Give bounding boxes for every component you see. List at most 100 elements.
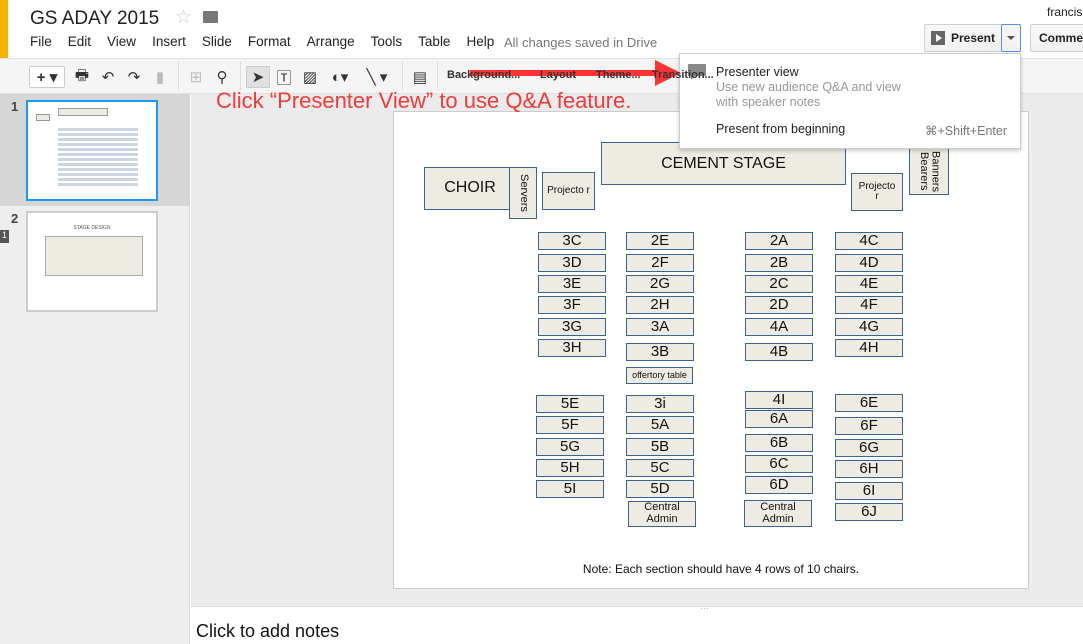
seat-section[interactable]: 3A (626, 318, 694, 336)
present-from-beginning-item[interactable]: Present from beginning (716, 122, 846, 136)
speaker-notes[interactable] (191, 606, 1083, 644)
seat-section[interactable]: 5C (626, 459, 694, 477)
seat-section[interactable]: 6J (835, 503, 903, 521)
seat-section[interactable]: 5I (536, 480, 604, 498)
seat-section[interactable]: 4G (835, 318, 903, 336)
seat-section[interactable]: 3H (538, 339, 606, 357)
document-title[interactable]: GS ADAY 2015 (30, 8, 160, 29)
seat-section[interactable]: 2A (745, 232, 813, 250)
undo-icon[interactable]: ↶ (101, 69, 115, 86)
central-admin-box[interactable]: Central Admin (744, 500, 812, 527)
seat-section[interactable]: 6D (745, 476, 813, 494)
menu-insert[interactable]: Insert (152, 34, 186, 49)
menu-tools[interactable]: Tools (370, 34, 403, 49)
background-button[interactable]: Background... (447, 69, 521, 81)
seat-section[interactable]: 2D (745, 296, 813, 314)
menu-slide[interactable]: Slide (201, 34, 232, 49)
print-icon[interactable]: 🖶 (74, 66, 90, 84)
seat-section[interactable]: 3B (626, 343, 694, 361)
textbox-icon[interactable]: 🅃 (276, 69, 292, 87)
seat-section[interactable]: 2H (626, 296, 694, 314)
resize-handle[interactable]: ··· (700, 603, 709, 613)
seat-section[interactable]: 6G (835, 439, 903, 457)
seat-section[interactable]: 6I (835, 482, 903, 500)
paint-format-icon[interactable]: ▮ (155, 69, 165, 86)
image-icon[interactable]: ▨ (302, 69, 318, 86)
comment-add-icon[interactable]: ▤ (412, 69, 428, 86)
comments-button[interactable]: Comments (1030, 24, 1083, 52)
transition-button[interactable]: Transition... (652, 69, 714, 81)
seat-section[interactable]: 4F (835, 296, 903, 314)
seat-section[interactable]: 2C (745, 275, 813, 293)
seat-section[interactable]: 6F (835, 417, 903, 435)
seat-section[interactable]: 5B (626, 438, 694, 456)
projector-right-box[interactable]: Projecto r (851, 173, 903, 211)
seat-section[interactable]: 5A (626, 416, 694, 434)
seat-section[interactable]: 3G (538, 318, 606, 336)
seat-section[interactable]: 6E (835, 394, 903, 412)
servers-box[interactable]: Servers (509, 167, 537, 219)
seat-section[interactable]: 2E (626, 232, 694, 250)
seat-section[interactable]: 2B (745, 254, 813, 272)
seat-section[interactable]: 2F (626, 254, 694, 272)
banners-box[interactable]: Banners Bearers (909, 148, 949, 195)
seat-section[interactable]: 3D (538, 254, 606, 272)
seat-section[interactable]: 6C (745, 455, 813, 473)
menu-file[interactable]: File (30, 34, 52, 49)
slide-thumbnail-2[interactable]: STAGE DESIGN (26, 211, 158, 312)
theme-button[interactable]: Theme... (596, 69, 641, 81)
seat-section[interactable]: 3C (538, 232, 606, 250)
seat-section[interactable]: 4D (835, 254, 903, 272)
seat-section[interactable]: 5G (536, 438, 604, 456)
menu-help[interactable]: Help (466, 34, 495, 49)
projector-left-box[interactable]: Projecto r (542, 172, 595, 210)
seat-section[interactable]: 3i (626, 395, 694, 413)
menu-view[interactable]: View (107, 34, 137, 49)
seat-section[interactable]: 3F (538, 296, 606, 314)
presenter-view-item[interactable]: Presenter view (716, 65, 799, 79)
seat-section[interactable]: 6H (835, 460, 903, 478)
seat-section[interactable]: 4A (745, 318, 813, 336)
app-logo[interactable] (0, 0, 8, 58)
slide-number: 1 (11, 99, 19, 114)
select-icon[interactable]: ➤ (246, 66, 270, 88)
seat-section[interactable]: 3E (538, 275, 606, 293)
stage-box[interactable]: CEMENT STAGE (601, 142, 846, 185)
seat-section[interactable]: 4B (745, 343, 813, 361)
seat-section[interactable]: 4I (745, 391, 813, 409)
folder-icon[interactable] (203, 11, 218, 23)
notes-placeholder[interactable]: Click to add notes (196, 621, 340, 641)
seat-section[interactable]: 5H (536, 459, 604, 477)
offertory-table-box[interactable]: offertory table (626, 367, 693, 384)
menu-edit[interactable]: Edit (67, 34, 92, 49)
line-icon[interactable]: ╲ ▾ (366, 69, 388, 86)
seat-section[interactable]: 4C (835, 232, 903, 250)
zoom-icon[interactable]: ⚲ (216, 69, 228, 86)
slide-thumbnail-1[interactable] (26, 100, 158, 201)
star-icon[interactable]: ☆ (175, 7, 193, 28)
seat-section[interactable]: 6A (745, 410, 813, 428)
redo-icon[interactable]: ↷ (127, 69, 141, 86)
presenter-view-icon (688, 64, 706, 80)
seat-section[interactable]: 4E (835, 275, 903, 293)
central-admin-box[interactable]: Central Admin (628, 501, 696, 527)
layout-button[interactable]: Layout (540, 69, 577, 81)
present-dropdown-button[interactable] (1001, 24, 1021, 52)
menu-format[interactable]: Format (247, 34, 291, 49)
seat-section[interactable]: 6B (745, 434, 813, 452)
user-name[interactable]: francisl (1047, 5, 1083, 19)
save-status: All changes saved in Drive (504, 35, 658, 50)
menu-arrange[interactable]: Arrange (306, 34, 355, 49)
seat-section[interactable]: 5D (626, 480, 694, 498)
fit-icon[interactable]: ⊞ (189, 69, 203, 86)
seat-section[interactable]: 5E (536, 395, 604, 413)
seat-section[interactable]: 4H (835, 339, 903, 357)
seat-section[interactable]: 5F (536, 416, 604, 434)
menu-table[interactable]: Table (418, 34, 451, 49)
seat-section[interactable]: 2G (626, 275, 694, 293)
shape-icon[interactable]: ◐▾ (331, 69, 349, 86)
choir-box[interactable]: CHOIR (424, 167, 516, 210)
new-slide-button[interactable]: + ▾ (29, 66, 65, 88)
present-button[interactable]: Present (924, 24, 1002, 52)
